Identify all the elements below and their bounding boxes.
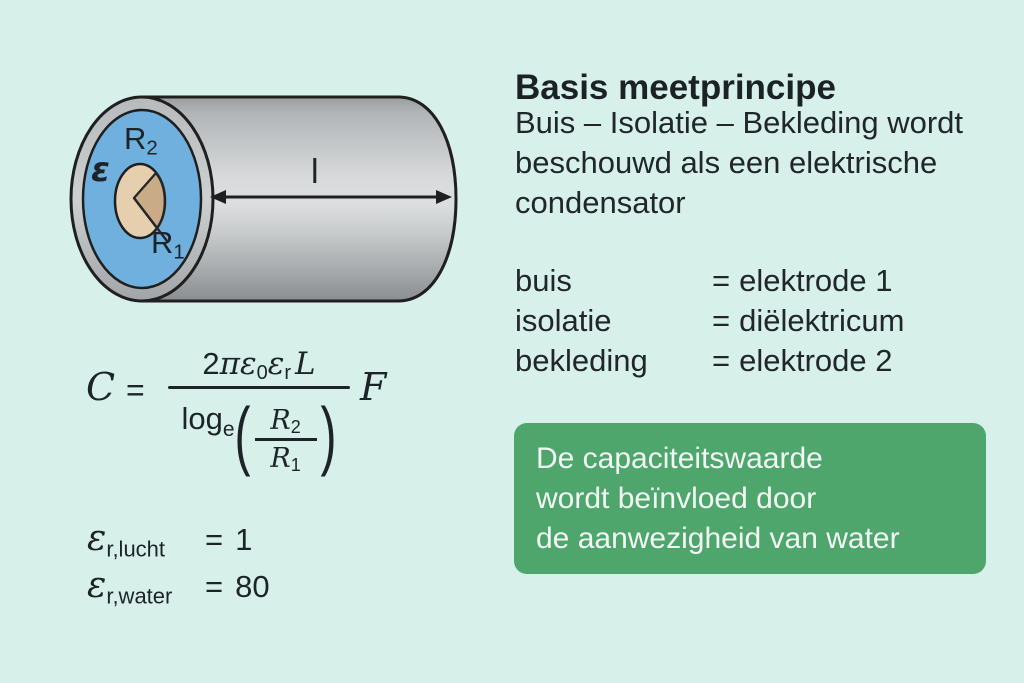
value-bekleding: =elektrode 2 (712, 343, 893, 378)
ratio-numerator: R2 (270, 405, 301, 437)
epsilon-water-equals: = (205, 569, 224, 604)
length-arrowhead-right (436, 190, 452, 204)
cylinder-illustration (69, 95, 458, 303)
constant-air: εr,lucht = 1 (87, 518, 253, 562)
length-arrowhead-left (210, 190, 226, 204)
pipe-body (140, 95, 458, 303)
paren-close: ) (320, 394, 337, 479)
note-box: De capaciteitswaarde wordt beïnvloed doo… (514, 423, 986, 574)
note-line: De capaciteitswaarde (536, 442, 823, 475)
label-length: l (311, 153, 319, 191)
epsilon-water-value: 80 (235, 569, 270, 604)
epsilon-air-value: 1 (235, 522, 253, 557)
value-isolatie: =diëlektricum (712, 303, 905, 338)
formula-equals: = (126, 372, 145, 408)
note-line: wordt beïnvloed door (536, 482, 817, 515)
intro-line: Buis – Isolatie – Bekleding wordt (515, 105, 964, 140)
fraction-bar (168, 386, 350, 389)
epsilon-air-equals: = (205, 522, 224, 557)
epsilon-air-symbol: εr,lucht (87, 518, 166, 562)
page-title: Basis meetprincipe (515, 68, 836, 108)
intro-line: condensator (515, 185, 686, 220)
mapping-table: buis =elektrode 1 isolatie =diëlektricum… (515, 261, 905, 381)
table-row: buis =elektrode 1 (515, 261, 905, 301)
intro-line: beschouwd als een elektrische (515, 145, 938, 180)
term-isolatie: isolatie (515, 303, 612, 338)
intro-paragraph: Buis – Isolatie – Bekleding wordt bescho… (515, 103, 963, 223)
log-term: loge (181, 401, 235, 442)
table-row: isolatie =diëlektricum (515, 301, 905, 341)
formula-lhs: C (86, 365, 116, 409)
core-wedge (132, 171, 166, 230)
note-line: de aanwezigheid van water (536, 522, 900, 555)
constant-water: εr,water = 80 (87, 565, 270, 609)
term-buis: buis (515, 263, 572, 298)
value-buis: =elektrode 1 (712, 263, 893, 298)
paren-open: ( (234, 394, 251, 479)
formula-denominator: loge ( R2 R1 ) (181, 393, 337, 479)
label-inner-radius: R1 (151, 225, 185, 264)
label-permittivity: ε (91, 150, 110, 190)
term-bekleding: bekleding (515, 343, 648, 378)
label-outer-radius: R2 (124, 121, 158, 160)
epsilon-water-symbol: εr,water (87, 565, 173, 609)
formula-unit: F (360, 365, 387, 409)
ratio-fraction-bar (254, 438, 317, 441)
radius-leader-line (133, 197, 168, 242)
capacitor-diagram: R2 ε R1 l (0, 0, 500, 340)
radius-ratio-fraction: R2 R1 (254, 404, 317, 475)
table-row: bekleding =elektrode 2 (515, 341, 905, 381)
ratio-denominator: R1 (270, 442, 301, 475)
